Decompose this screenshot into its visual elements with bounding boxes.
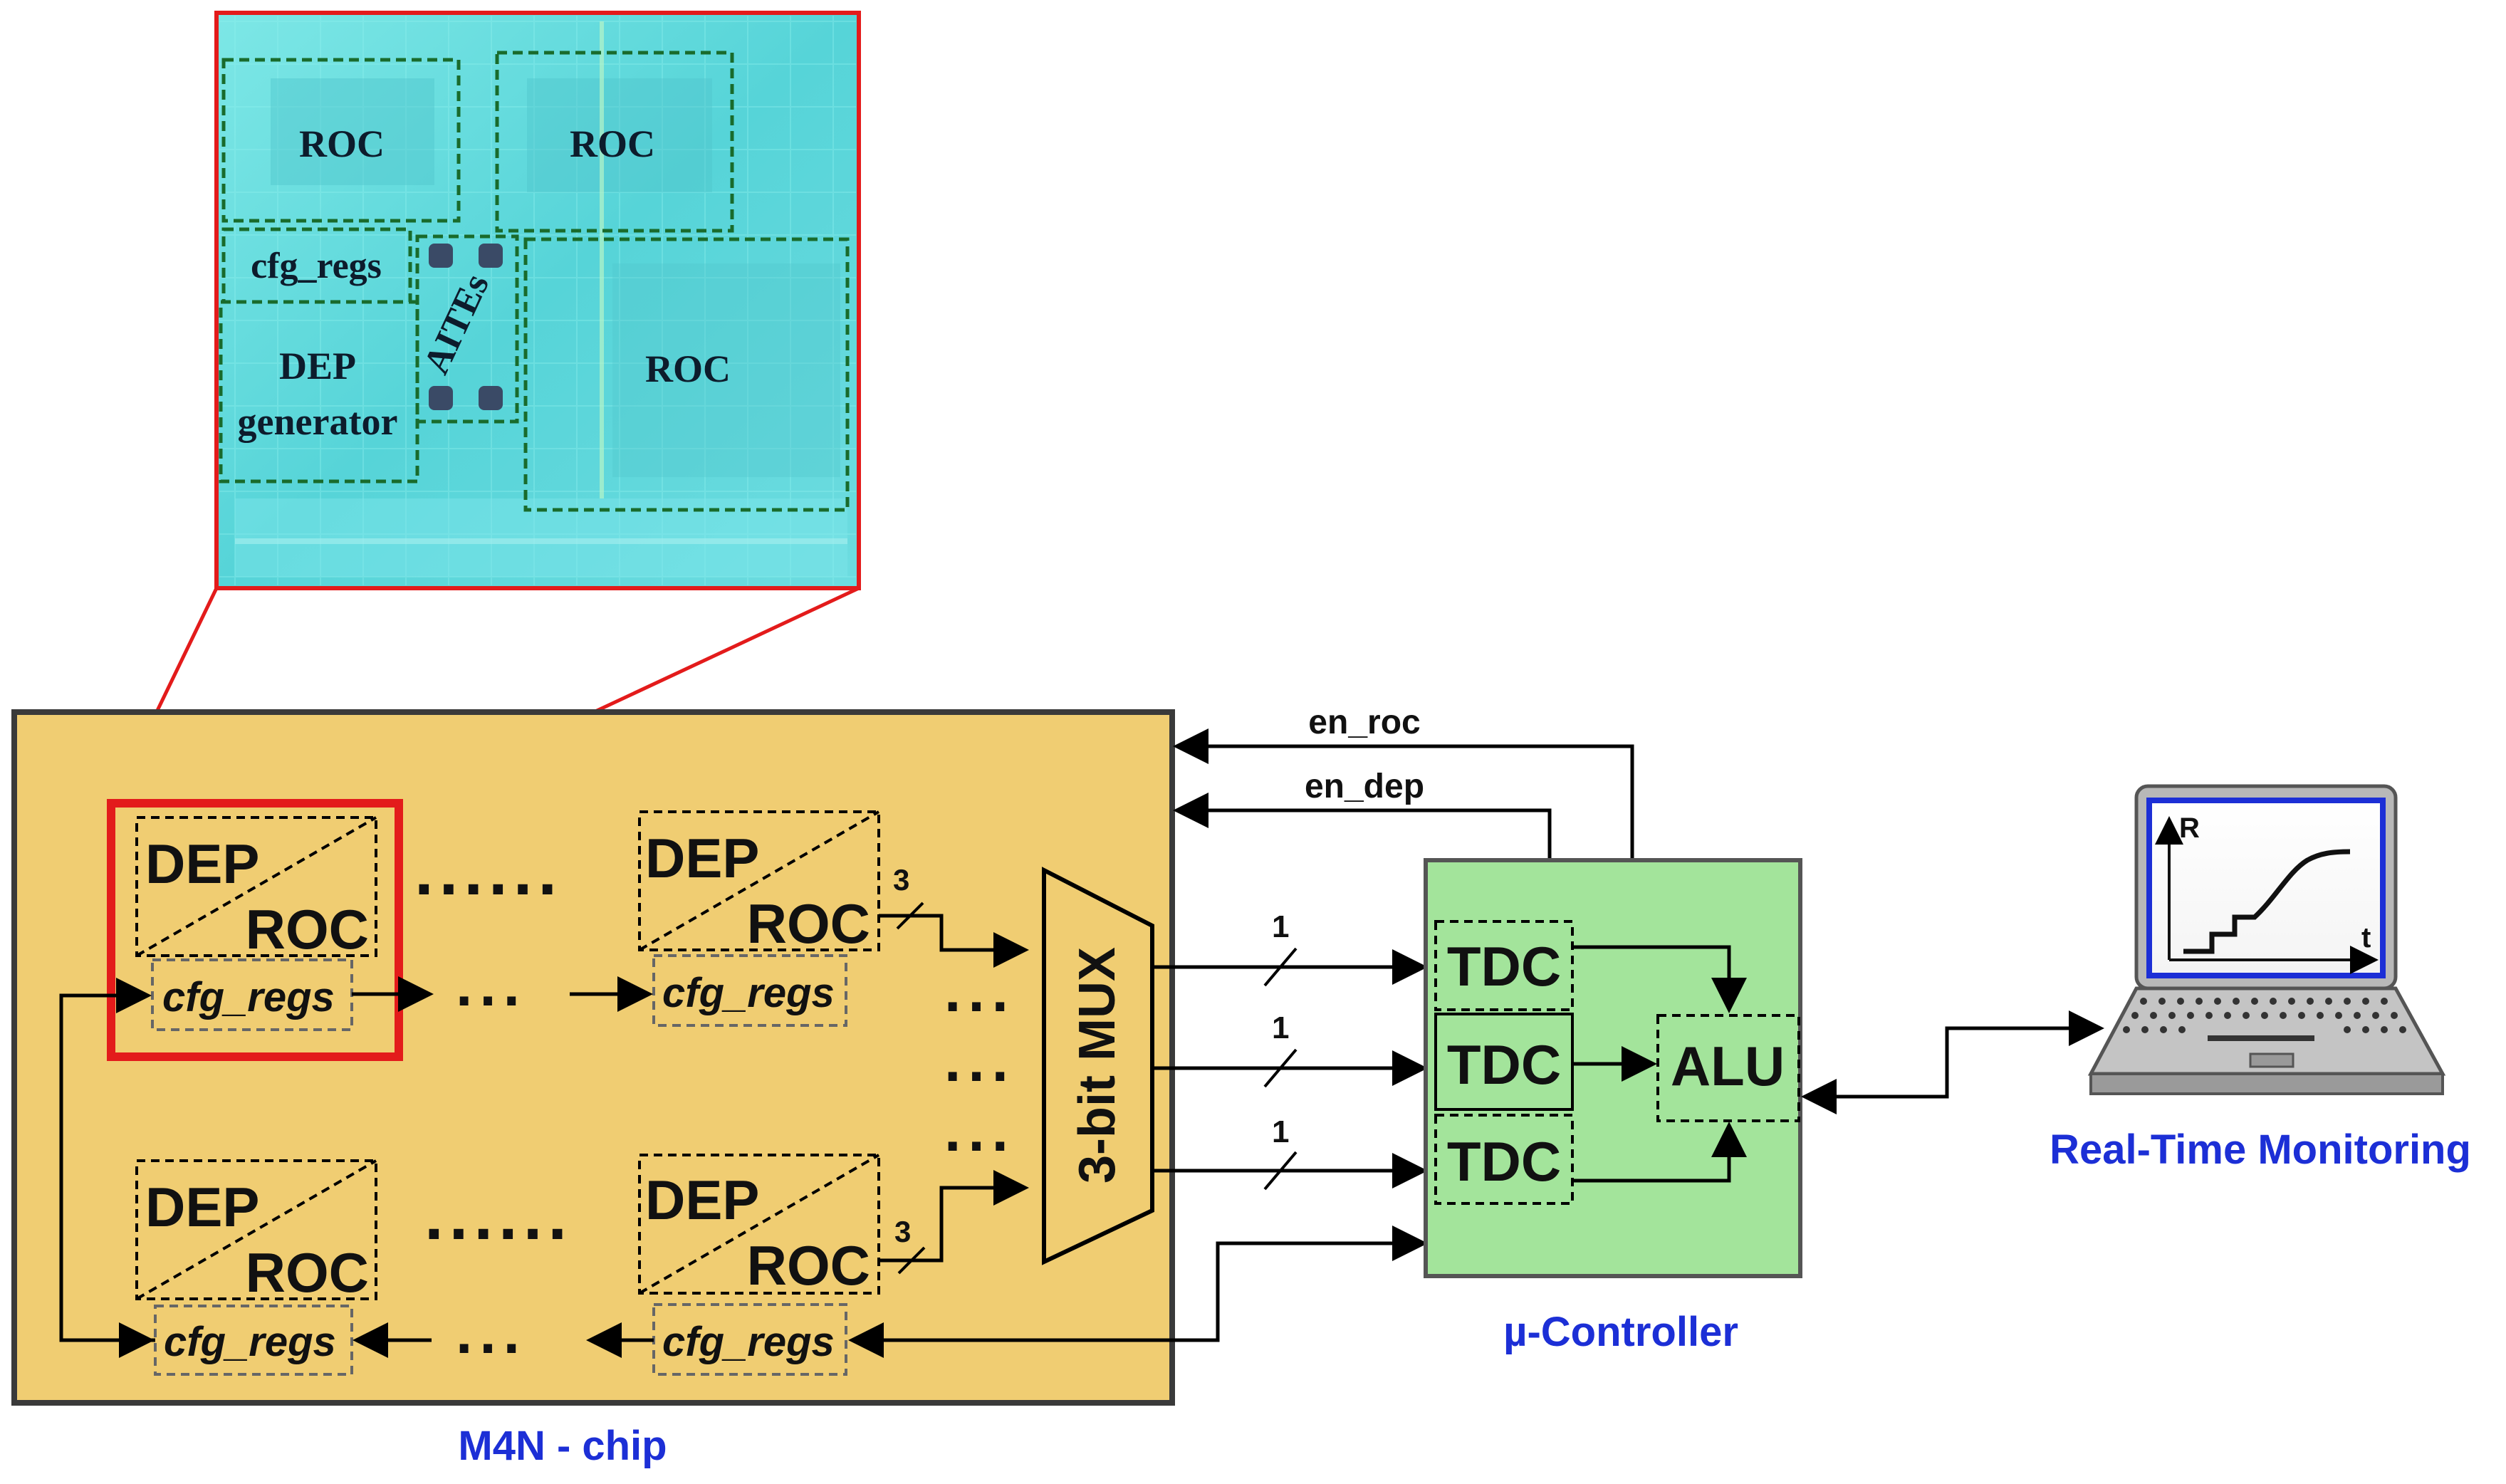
die-block-roc-large [523,237,850,512]
tdc-label: TDC [1447,1130,1561,1193]
cfg-regs-label: cfg_regs [162,974,335,1020]
m4n-chip-label: M4N - chip [458,1423,667,1469]
pixel-cell: DEP ROC cfg_regs [638,810,880,1027]
bus-width-label: 1 [1272,1010,1289,1045]
bus-slash [1263,947,1298,987]
bus-slash [1263,1151,1298,1191]
dep-roc-divider [135,1159,377,1300]
pixel-cell: DEP ROC cfg_regs [638,1154,880,1376]
dep-roc-divider [638,1154,880,1295]
dep-roc-block [135,1159,377,1300]
die-photo-inset: ROC ROC cfg_regs DEP generator AITEs ROC [214,11,861,590]
roc-label: ROC [246,1241,369,1304]
monitor-label: Real-Time Monitoring [2050,1127,2471,1173]
laptop-keyboard [2123,998,2406,1033]
dots-mux-2: ... [944,1027,1016,1094]
die-photo-texture [219,16,856,585]
bus-width-label-bottom: 3 [894,1215,911,1248]
die-block-aites [415,234,519,424]
dots-cfg-top: ... [456,951,527,1018]
aite-pad [479,386,503,410]
dep-roc-divider [135,816,377,957]
en-roc-wire [1173,728,1634,860]
controller-box [1424,858,1802,1278]
cfg-regs-block [154,1305,353,1376]
dots-top-row: ...... [414,833,563,909]
en-roc-label: en_roc [1308,704,1420,741]
bus-slash [896,902,924,930]
cfg-regs-label: cfg_regs [662,970,835,1016]
bus-slash [897,1246,926,1275]
dots-mux-3: ... [944,1097,1016,1164]
dep-label: DEP [145,1176,259,1238]
die-structure [527,78,712,192]
laptop-base-front [2089,1072,2444,1095]
dep-roc-block [135,816,377,957]
laptop-screen [2146,798,2386,978]
screen-trace [2183,849,2351,954]
tdc-to-alu-wire [1572,1122,1747,1183]
mux-label: 3-bit MUX [1069,947,1126,1183]
die-block-roc-top-right-label: ROC [570,122,655,165]
tdc-block [1434,1013,1574,1111]
cfg-regs-label: cfg_regs [164,1319,336,1365]
die-block-roc-top-left-label: ROC [299,122,385,165]
aite-pad [429,386,453,410]
alu-laptop-link [1805,1010,2104,1099]
en-dep-label: en_dep [1305,768,1424,805]
tdc-block [1434,1114,1574,1205]
aite-pad [479,244,503,268]
die-block-roc-top-left [221,58,461,223]
die-structure [271,78,434,185]
tdc-label: TDC [1447,1033,1561,1096]
dep-roc-block [638,810,880,951]
laptop-touchpad [2249,1052,2294,1068]
screen-x-axis-label: t [2361,922,2371,953]
alu-block [1656,1014,1800,1122]
roc-label: ROC [246,898,369,961]
pixel-cell: DEP ROC cfg_regs [135,1159,377,1376]
laptop-icon: R t [2087,784,2446,1095]
dots-mux-1: ... [944,957,1016,1024]
controller-label: µ-Controller [1503,1309,1738,1355]
die-block-cfg-regs-label: cfg_regs [251,246,382,286]
screen-y-axis-label: R [2179,812,2200,844]
bus-width-label: 1 [1272,1114,1289,1149]
roc-label: ROC [747,1234,870,1297]
tdc-label: TDC [1447,935,1561,998]
roc-label: ROC [747,892,870,955]
die-block-roc-large-label: ROC [645,348,731,390]
dots-bottom-row: ...... [424,1178,573,1254]
dep-roc-block [638,1154,880,1295]
alu-label: ALU [1671,1035,1785,1097]
dep-roc-divider [638,810,880,951]
highlight-box [107,799,403,1061]
bus-width-label: 1 [1272,909,1289,944]
aite-pad [429,244,453,268]
en-dep-wire [1173,793,1552,860]
dep-label: DEP [145,832,259,895]
dep-label: DEP [645,1169,759,1231]
die-block-dep-label-line1: DEP [279,345,356,387]
cfg-regs-label: cfg_regs [662,1319,835,1365]
bus-width-label-top: 3 [893,863,909,897]
cfg-write-wire [848,1241,1424,1358]
mux-3bit [1042,867,1154,1265]
tdc-to-alu-wire [1572,945,1747,1013]
die-block-roc-top-right [495,51,734,233]
dep-label: DEP [645,827,759,889]
tdc-block [1434,920,1574,1011]
dots-cfg-bottom: ... [456,1299,527,1366]
die-structure [612,263,840,477]
cfg-regs-block [652,954,847,1027]
die-block-dep-label-line2: generator [238,400,398,443]
bus-slash [1263,1048,1298,1088]
